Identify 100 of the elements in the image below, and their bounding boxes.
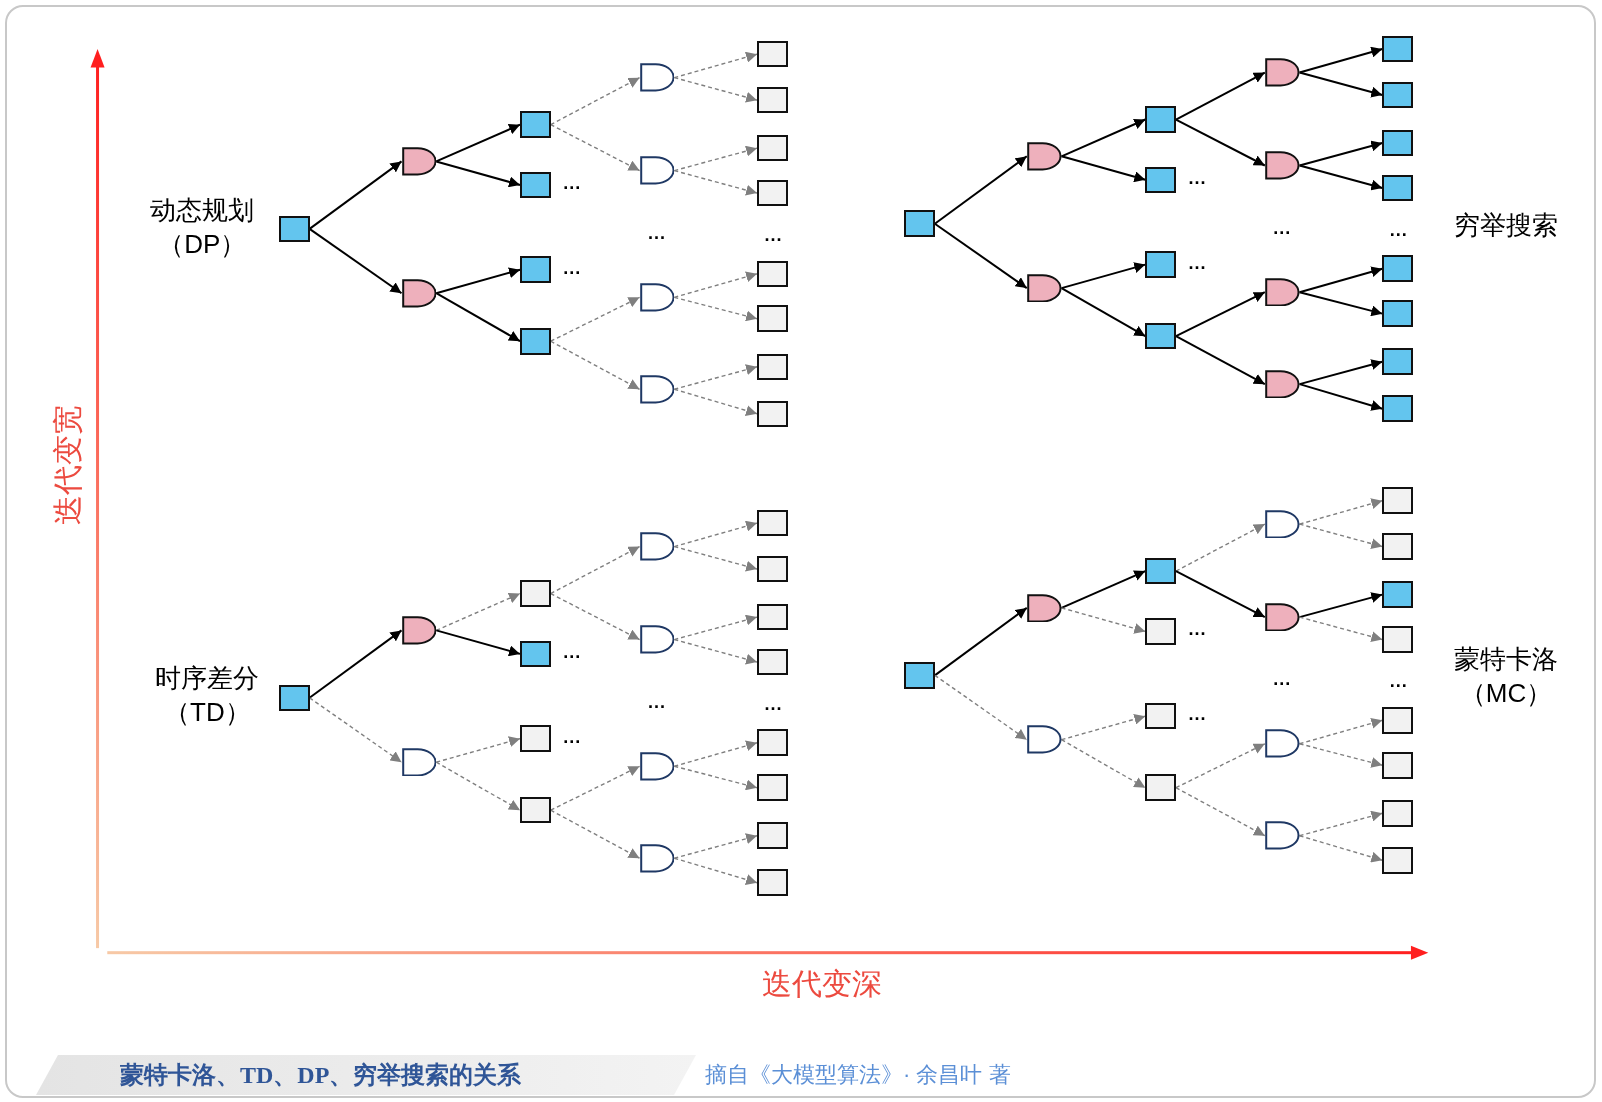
- method-label: 时序差分（TD）: [154, 661, 261, 729]
- dashed-arrow: [550, 545, 641, 595]
- ellipsis: ...: [1188, 168, 1207, 187]
- d-shape-node: [1264, 58, 1300, 87]
- square-node: [520, 171, 551, 199]
- dashed-arrow: [435, 592, 521, 632]
- dashed-arrow: [673, 364, 758, 390]
- dashed-arrow: [1298, 718, 1384, 745]
- d-shape-node: [401, 616, 437, 645]
- d-shape-node: [1026, 593, 1062, 623]
- d-shape-node: [1264, 729, 1300, 759]
- square-node: [1382, 799, 1413, 827]
- arrow: [933, 222, 1028, 290]
- arrow: [1060, 287, 1147, 338]
- square-node: [520, 256, 551, 283]
- d-shape-node: [1026, 725, 1062, 754]
- square-node: [757, 179, 788, 207]
- arrow: [1298, 291, 1384, 317]
- ellipsis: ...: [1273, 218, 1292, 237]
- method-label: 穷举搜索: [1453, 208, 1558, 242]
- arrow: [1060, 118, 1147, 158]
- d-shape-node: [639, 156, 675, 185]
- square-node: [1145, 557, 1176, 585]
- arrow: [1174, 570, 1266, 619]
- dashed-arrow: [673, 857, 758, 885]
- arrow: [1174, 71, 1266, 121]
- ellipsis: ...: [1188, 620, 1207, 639]
- ellipsis: ...: [647, 223, 666, 242]
- ellipsis: ...: [1188, 705, 1207, 724]
- square-node: [757, 260, 788, 288]
- caption-text: 蒙特卡洛、TD、DP、穷举搜索的关系: [120, 1061, 522, 1090]
- dashed-arrow: [1060, 713, 1146, 741]
- dashed-arrow: [673, 51, 758, 79]
- dashed-arrow: [1175, 743, 1266, 789]
- axis-label: 迭代变宽: [50, 404, 86, 525]
- square-node: [1382, 626, 1413, 653]
- arrow: [435, 123, 522, 163]
- square-node: [1382, 487, 1413, 514]
- ellipsis: ...: [1273, 670, 1292, 689]
- dashed-arrow: [1298, 523, 1384, 550]
- square-node: [757, 603, 788, 631]
- dashed-arrow: [550, 809, 641, 859]
- source-note: 摘自《大模型算法》· 余昌叶 著: [704, 1060, 1011, 1089]
- method-label: 蒙特卡洛（MC）: [1452, 643, 1559, 711]
- dashed-arrow: [673, 545, 758, 572]
- dashed-arrow: [673, 145, 758, 172]
- arrow: [1174, 118, 1266, 167]
- dashed-arrow: [1175, 523, 1266, 572]
- dashed-arrow: [1175, 787, 1266, 837]
- dashed-arrow: [550, 123, 641, 172]
- arrow: [1298, 383, 1384, 411]
- square-node: [1382, 35, 1413, 63]
- arrow: [1060, 155, 1147, 183]
- arrow: [435, 267, 522, 295]
- dashed-arrow: [673, 638, 758, 665]
- dashed-arrow: [673, 388, 758, 416]
- d-shape-node: [639, 374, 675, 404]
- square-node: [757, 869, 788, 896]
- square-node: [1382, 846, 1413, 874]
- square-node: [1382, 533, 1413, 560]
- square-node: [757, 305, 788, 333]
- arrow: [1298, 46, 1384, 74]
- ellipsis: ...: [1188, 253, 1207, 272]
- dashed-arrow: [1298, 743, 1384, 768]
- square-node: [1145, 702, 1176, 730]
- d-shape-node: [639, 751, 675, 781]
- square-node: [1382, 707, 1413, 734]
- d-shape-node: [1264, 369, 1300, 399]
- dashed-arrow: [673, 76, 758, 103]
- dashed-arrow: [673, 765, 758, 791]
- arrow: [435, 160, 522, 188]
- square-node: [1145, 322, 1176, 350]
- d-shape-node: [1264, 821, 1300, 850]
- arrow: [435, 629, 522, 657]
- ellipsis: ...: [1389, 220, 1408, 239]
- arrow: [1060, 262, 1147, 290]
- d-shape-node: [1264, 602, 1300, 632]
- square-node: [757, 400, 788, 428]
- dashed-arrow: [550, 592, 641, 641]
- arrow: [1060, 570, 1147, 609]
- square-node: [1382, 81, 1413, 109]
- square-node: [278, 215, 310, 243]
- square-node: [1145, 166, 1176, 194]
- dashed-arrow: [435, 761, 521, 811]
- arrow: [1298, 592, 1384, 619]
- dashed-arrow: [673, 520, 758, 548]
- square-node: [757, 774, 788, 801]
- square-node: [1382, 581, 1413, 608]
- square-node: [520, 327, 551, 355]
- d-shape-node: [1264, 151, 1300, 180]
- dashed-arrow: [550, 76, 641, 126]
- square-node: [520, 640, 551, 668]
- square-node: [757, 648, 788, 676]
- arrow: [1298, 359, 1384, 386]
- arrow: [933, 606, 1028, 677]
- ellipsis: ...: [563, 727, 582, 746]
- square-node: [1382, 174, 1413, 202]
- d-shape-node: [401, 747, 437, 777]
- square-node: [1382, 255, 1413, 282]
- dashed-arrow: [934, 674, 1028, 741]
